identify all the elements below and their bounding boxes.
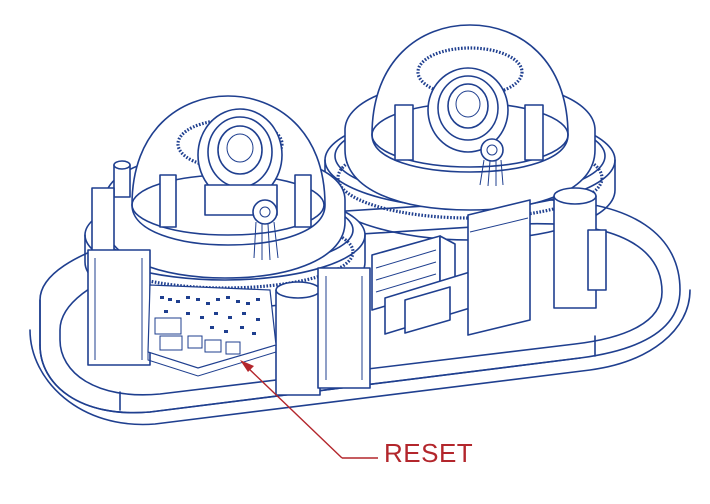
reset-arrowhead xyxy=(240,360,254,372)
footer-caption xyxy=(0,492,710,504)
main-pcb xyxy=(147,284,277,377)
reset-button[interactable] xyxy=(225,341,241,355)
center-connectors xyxy=(371,199,531,336)
reset-callout xyxy=(240,360,378,459)
left-camera-module xyxy=(84,95,371,396)
reset-label: RESET xyxy=(384,438,474,468)
